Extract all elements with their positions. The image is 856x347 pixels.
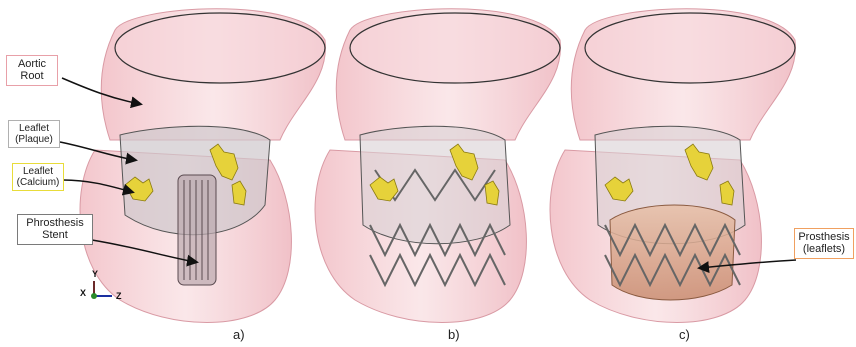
label-prosthesis-line2: (leaflets) [796, 243, 852, 255]
label-prosthesis-leaflets: Prosthesis (leaflets) [794, 228, 854, 259]
label-prosthesis-line1: Prosthesis [796, 231, 852, 243]
caption-c: c) [679, 327, 690, 342]
caption-b: b) [448, 327, 460, 342]
panel-a-model [80, 9, 325, 323]
label-aortic-root-line2: Root [8, 70, 56, 82]
panel-c-model [550, 9, 795, 323]
axis-y-label: Y [92, 269, 98, 279]
label-leaflet-calcium-line2: (Calcium) [14, 177, 62, 188]
axis-x-label: X [80, 288, 86, 298]
caption-a: a) [233, 327, 245, 342]
label-phrosthesis-stent: Phrosthesis Stent [17, 214, 93, 245]
label-leaflet-calcium-line1: Leaflet [14, 166, 62, 177]
axis-z-label: Z [116, 291, 122, 301]
label-leaflet-plaque-line1: Leaflet [10, 123, 58, 134]
label-stent-line2: Stent [19, 229, 91, 241]
panel-b-model [315, 9, 560, 323]
label-stent-line1: Phrosthesis [19, 217, 91, 229]
label-leaflet-plaque: Leaflet (Plaque) [8, 120, 60, 148]
label-leaflet-plaque-line2: (Plaque) [10, 134, 58, 145]
label-leaflet-calcium: Leaflet (Calcium) [12, 163, 64, 191]
label-aortic-root: Aortic Root [6, 55, 58, 86]
label-aortic-root-line1: Aortic [8, 58, 56, 70]
